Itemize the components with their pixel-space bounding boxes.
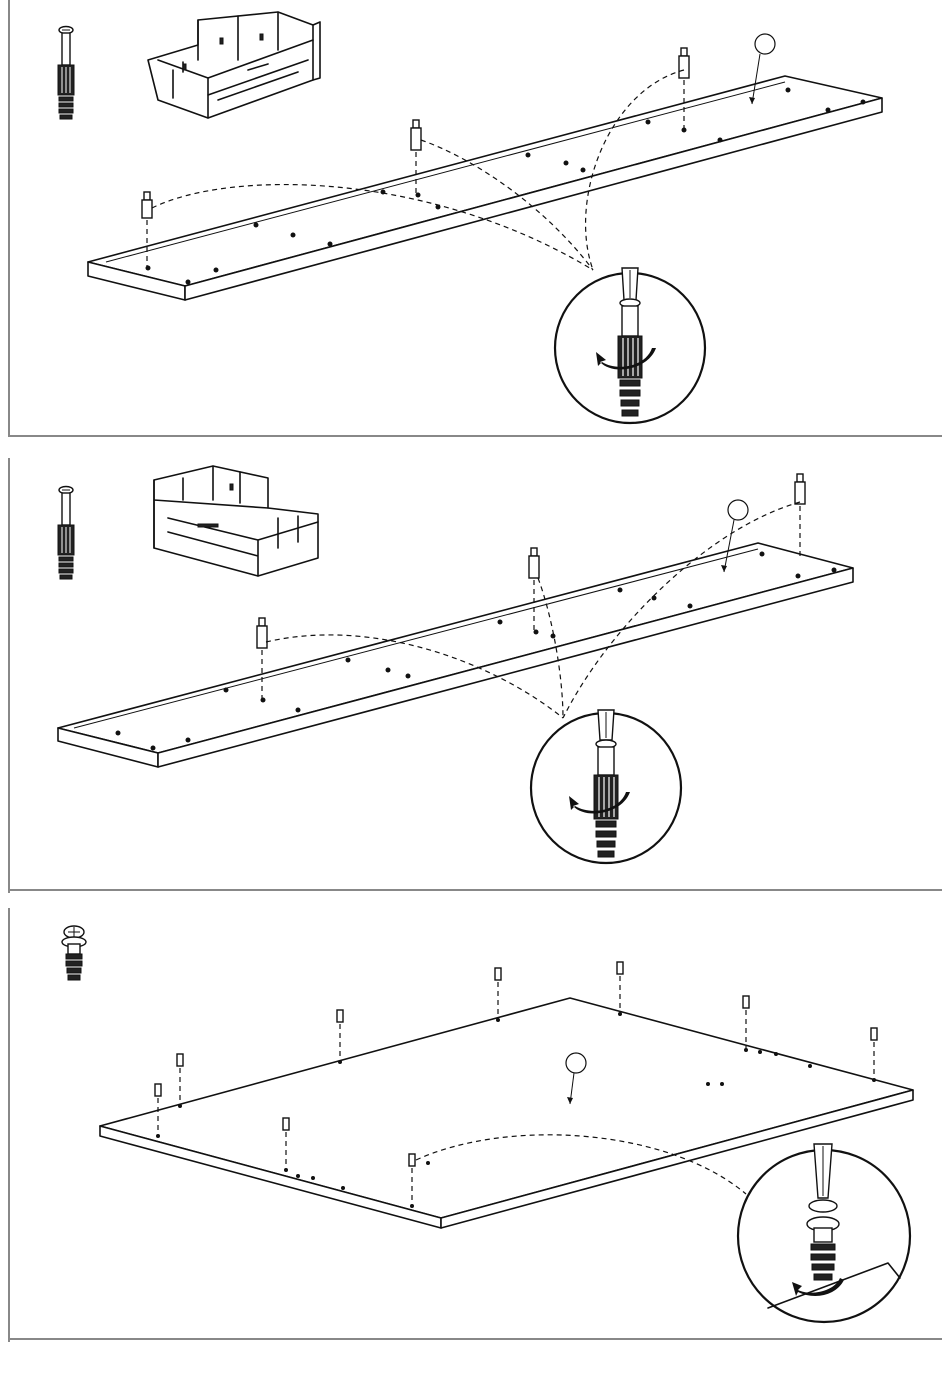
step-1-panel	[8, 0, 942, 437]
step-3-panel	[8, 908, 942, 1342]
screwdriver-rotate-icon	[555, 268, 705, 423]
corner-bed-thumbnail-icon	[148, 12, 320, 118]
cam-dowel-bolt-icon	[58, 27, 74, 120]
screwdriver-rotate-icon	[738, 1144, 910, 1322]
step-2-panel	[8, 458, 942, 893]
long-board-panel	[88, 76, 882, 300]
cam-dowel-bolt-icon	[58, 487, 74, 580]
corner-bed-thumbnail-icon	[154, 466, 318, 576]
cam-bolt	[617, 962, 623, 1012]
step-2-illustration	[8, 458, 942, 893]
step-3-illustration	[8, 908, 942, 1342]
cam-bolt-icon	[62, 926, 86, 980]
cam-bolt	[337, 1010, 343, 1060]
dowel-bolt	[795, 474, 805, 556]
step-1-illustration	[8, 0, 942, 437]
cam-bolt	[495, 968, 501, 1018]
screwdriver-rotate-icon	[531, 710, 681, 863]
cam-bolt	[177, 1054, 183, 1104]
cam-bolt	[871, 1028, 877, 1078]
cam-bolt	[743, 996, 749, 1048]
long-board-panel	[58, 543, 853, 767]
